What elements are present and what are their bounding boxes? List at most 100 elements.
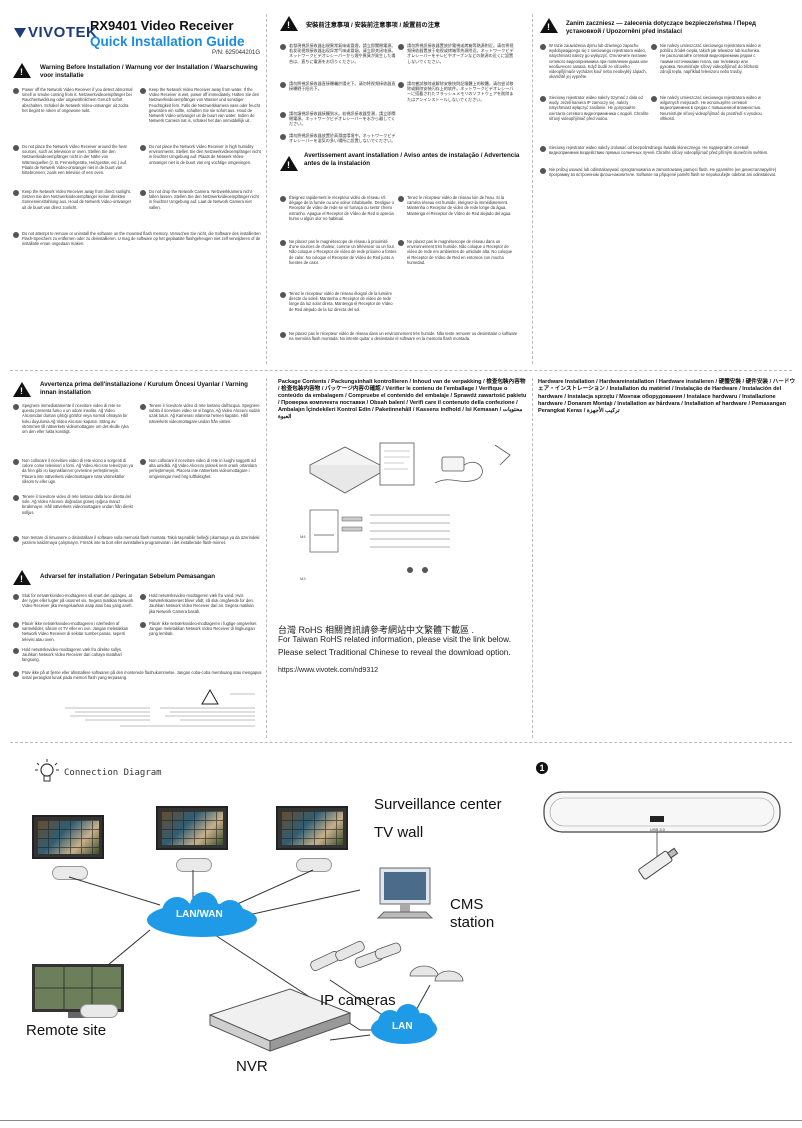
- tv-wall-monitor: [156, 806, 228, 850]
- warning-item-text: Placér ikke netværksvideo-modtageren i f…: [149, 621, 258, 637]
- step-number-badge: 1: [536, 762, 548, 774]
- warning-icon: [280, 16, 298, 31]
- warning-item-text: 請勿讓視訊接收器接觸到水。若視訊接收器受潮，請立即關閉電源。ネットワークビデオレ…: [289, 111, 396, 127]
- screw-label-m4: M4: [300, 534, 306, 539]
- usb-port-label: USB 3.0: [650, 827, 666, 832]
- list-bullet: [13, 145, 19, 151]
- warning-item-text: Non tentare di rimuovere o disinstallare…: [22, 535, 260, 546]
- vivotek-logo: VIVOTEK: [14, 24, 97, 41]
- warning-icon: [13, 382, 31, 397]
- warning-item-text: Tenez le récepteur vidéo de réseau loin …: [407, 195, 512, 216]
- list-bullet: [398, 196, 404, 202]
- list-bullet: [140, 88, 146, 94]
- ip-camera-group: [310, 941, 464, 982]
- list-bullet: [540, 168, 546, 174]
- fr-warning-heading: Avertissement avant installation / Aviso…: [304, 152, 520, 167]
- remote-site-label: Remote site: [26, 1022, 107, 1039]
- screw-label-m3: M3: [300, 576, 306, 581]
- cms-station-computer: [376, 867, 434, 919]
- warning-item-text: Do not place the Network Video Receiver …: [22, 144, 128, 176]
- warning-item-text: Do not place the Network Video Receiver …: [149, 144, 261, 165]
- list-bullet: [280, 44, 286, 50]
- list-bullet: [13, 671, 19, 677]
- list-bullet: [13, 88, 19, 94]
- list-bullet: [540, 146, 546, 152]
- warning-item-text: Prøv ikke på at fjerne eller afinstaller…: [22, 670, 262, 681]
- pl-warning-heading: Zanim zaczniesz — zalecenia dotyczące be…: [566, 20, 756, 35]
- lan-cloud: [371, 1004, 437, 1044]
- doc-title: RX9401 Video Receiver: [90, 18, 234, 33]
- warning-item-text: Power off the Network Video Receiver if …: [22, 87, 133, 113]
- list-bullet: [13, 232, 19, 238]
- remote-video-receiver: [80, 1004, 118, 1018]
- list-bullet: [140, 594, 146, 600]
- warning-item-text: Keep the Network Video Receiver away fro…: [149, 87, 261, 124]
- list-bullet: [13, 622, 19, 628]
- remote-site-monitor: [32, 964, 124, 1018]
- doc-subtitle: Quick Installation Guide: [90, 34, 245, 49]
- video-receiver-device: [296, 858, 332, 872]
- warning-item-text: Nie należy umieszczać sieciowego rejestr…: [660, 43, 761, 75]
- warning-item-text: Tenere il ricevitore video di rete lonta…: [149, 403, 260, 424]
- lightbulb-icon: [34, 758, 60, 786]
- warning-item-text: Tenez le récepteur vidéo de réseau éloig…: [289, 291, 393, 312]
- warning-icon: [13, 63, 31, 78]
- nvr-label: NVR: [236, 1058, 268, 1075]
- video-receiver-device: [52, 866, 88, 880]
- list-bullet: [398, 44, 404, 50]
- rohs-url-link[interactable]: https://www.vivotek.com/nd9312: [278, 667, 378, 674]
- part-number: P/N: 625044201G: [212, 50, 261, 56]
- list-bullet: [140, 190, 146, 196]
- warning-item-text: Keep the Network Video Receiver away fro…: [22, 189, 132, 210]
- list-bullet: [13, 648, 19, 654]
- warning-item-text: Do not attempt to remove or uninstall th…: [22, 231, 261, 247]
- list-bullet: [398, 240, 404, 246]
- package-contents-heading: Package Contents / Packungsinhalt kontro…: [278, 379, 527, 420]
- list-bullet: [13, 594, 19, 600]
- warning-item-text: Nie należy umieszczać sieciowego rejestr…: [660, 95, 762, 121]
- list-bullet: [280, 240, 286, 246]
- list-bullet: [13, 459, 19, 465]
- list-bullet: [140, 622, 146, 628]
- list-bullet: [651, 44, 657, 50]
- list-bullet: [13, 404, 19, 410]
- rohs-english-line1: For Taiwan RoHS related information, ple…: [278, 635, 511, 644]
- warning-item-text: Do not drop the Network Camera. Netzwerk…: [149, 189, 259, 210]
- warning-item-text: 請勿將視訊接收器直接曝曬於陽光下。请勿将视频接收器直接曝晒于阳光下。: [289, 81, 396, 92]
- list-bullet: [140, 145, 146, 151]
- list-bullet: [280, 134, 286, 140]
- lan-wan-cloud: [147, 892, 257, 937]
- list-bullet: [13, 190, 19, 196]
- surveillance-center-label: Surveillance center: [374, 796, 502, 813]
- arabic-warning-block: [60, 688, 260, 732]
- video-receiver-device: [176, 858, 212, 872]
- warning-item-text: 請勿將視訊接收器放置於高濕度環境中。ネットワークビデオレシーバーを湿気の多い場所…: [289, 133, 396, 144]
- warning-item-text: Sieciowy rejestrator wideo należy izolow…: [549, 145, 769, 156]
- receiver-usb-illustration: USB 3.0: [543, 791, 781, 880]
- list-bullet: [280, 112, 286, 118]
- warning-item-text: Ne placez pas le récepteur vidéo de rése…: [289, 331, 518, 342]
- list-bullet: [13, 495, 19, 501]
- warning-item-text: Hold netværksvideo-modtageren væk fra di…: [22, 647, 123, 663]
- warning-item-text: Non collocare il ricevitore video di ret…: [22, 458, 133, 484]
- ip-cameras-label: IP cameras: [320, 992, 396, 1009]
- warning-item-text: Non collocare il ricevitore video di ret…: [149, 458, 257, 479]
- connection-diagram-title: Connection Diagram: [64, 768, 162, 778]
- warning-item-text: 若發現視訊接收器出現異常氣味或冒煙，請立即關閉電源。若发现视频接收器出现异常气味…: [289, 43, 396, 64]
- warning-item-text: Ne placez pas le magnétoscope de réseau …: [407, 239, 513, 265]
- lan-wan-label: LAN/WAN: [176, 909, 223, 920]
- warning-item-text: Éteignez rapidement le récepteur vidéo d…: [289, 195, 394, 221]
- warning-item-text: W razie zauważenia dymu lub dziwnego zap…: [549, 43, 648, 80]
- list-bullet: [280, 196, 286, 202]
- warning-heading: Warning Before Installation / Warnung vo…: [40, 64, 258, 79]
- package-contents-illustration: [300, 435, 530, 610]
- warning-item-text: Placér ikke netværksvideo-modtageren i n…: [22, 621, 129, 642]
- warning-item-text: Sluk for netværksvideo-modtageren så sna…: [22, 593, 134, 609]
- list-bullet: [280, 82, 286, 88]
- da-warning-heading: Advarsel før installation / Peringatan S…: [40, 573, 216, 580]
- list-bullet: [540, 44, 546, 50]
- cms-station-label: CMS station: [450, 896, 495, 931]
- list-bullet: [13, 536, 19, 542]
- warning-item-text: 請勿將視訊接收器置放於電視或烤箱等熱源附近。请勿将视频接收器置放于电视或烤箱等热…: [407, 43, 514, 64]
- tr-warning-heading: Avvertenza prima dell'installazione / Ku…: [40, 381, 248, 396]
